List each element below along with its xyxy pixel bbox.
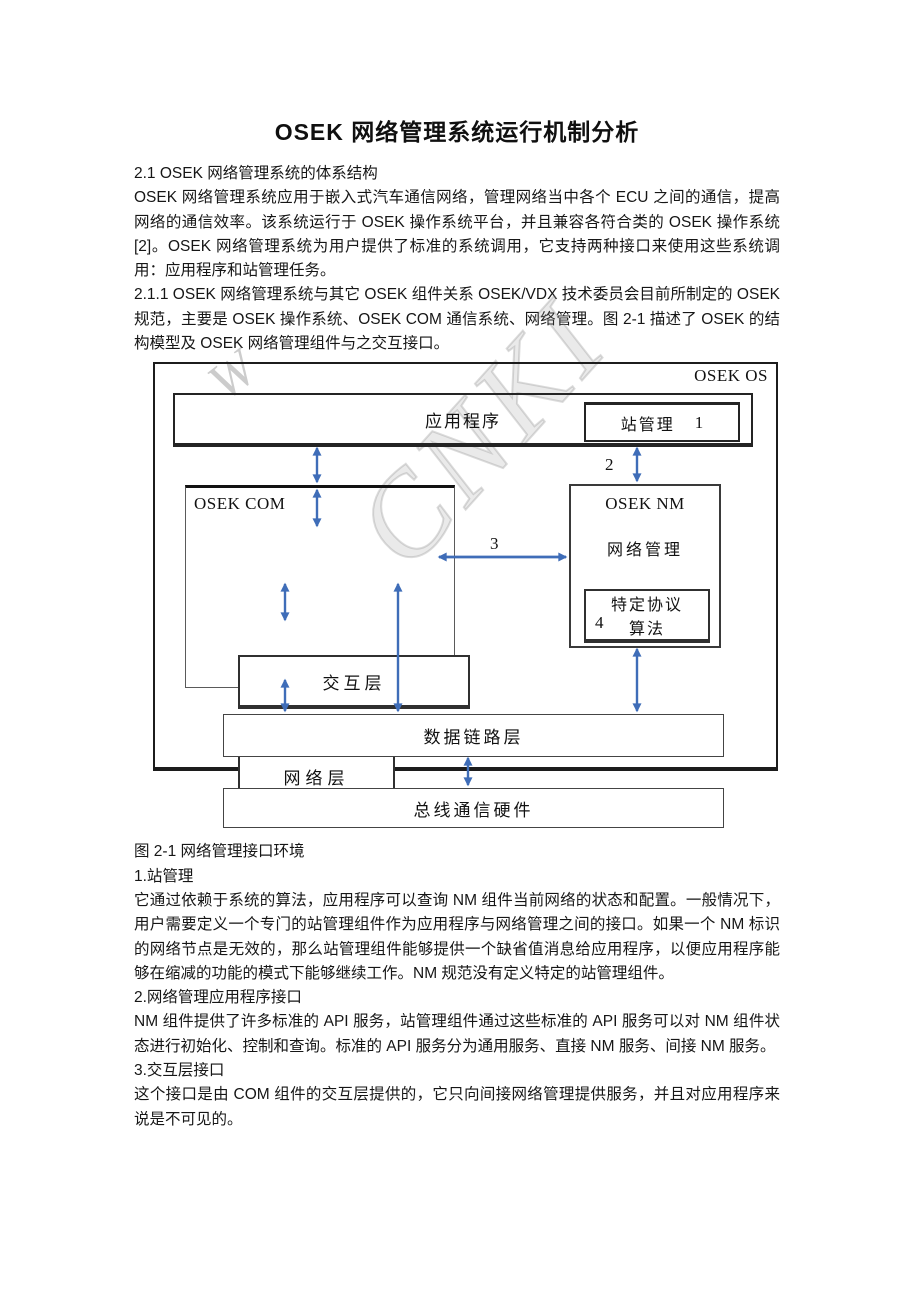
bus-hardware-bar: 总线通信硬件 xyxy=(223,788,724,828)
item1-heading: 1.站管理 xyxy=(134,867,194,885)
interface-number-4: 4 xyxy=(595,613,604,632)
application-bar: 应用程序 站管理 1 xyxy=(173,393,753,447)
osek-com-label: OSEK COM xyxy=(194,494,286,513)
osek-com-box: OSEK COM 交互层 网络层 xyxy=(185,485,470,805)
item2-body: NM 组件提供了许多标准的 API 服务，站管理组件通过这些标准的 API 服务… xyxy=(134,1013,780,1055)
bus-hardware-label: 总线通信硬件 xyxy=(413,800,534,820)
data-link-layer-bar: 数据链路层 xyxy=(223,714,724,757)
network-layer-label: 网络层 xyxy=(283,768,350,788)
protocol-algorithm-box: 特定协议 算法 4 xyxy=(584,589,710,643)
item1-body: 它通过依赖于系统的算法，应用程序可以查询 NM 组件当前网络的状态和配置。一般情… xyxy=(134,891,780,982)
interface-number-2: 2 xyxy=(605,455,614,474)
figure-2-1: CNKI W OSEK OS 应用程序 站管理 1 OSEK COM 交互层 网… xyxy=(153,274,778,828)
station-mgmt-box: 站管理 1 xyxy=(584,402,740,442)
document-content: OSEK 网络管理系统运行机制分析 2.1 OSEK 网络管理系统的体系结构 O… xyxy=(134,0,780,1132)
figure-caption: 图 2-1 网络管理接口环境 xyxy=(134,843,305,861)
interaction-layer-box: 交互层 xyxy=(238,655,470,709)
item3-heading: 3.交互层接口 xyxy=(134,1062,225,1080)
protocol-label-line1: 特定协议 xyxy=(610,597,683,614)
interface-number-3: 3 xyxy=(490,534,499,553)
paragraph-2-1-1: 2.1.1 OSEK 网络管理系统与其它 OSEK 组件关系 OSEK/VDX … xyxy=(134,286,780,353)
osek-nm-label: OSEK NM xyxy=(605,494,685,513)
osek-os-label: OSEK OS xyxy=(694,366,768,385)
interaction-layer-label: 交互层 xyxy=(322,673,386,693)
station-mgmt-label: 站管理 xyxy=(620,416,675,434)
item2-heading: 2.网络管理应用程序接口 xyxy=(134,989,302,1007)
paragraph-2-1: OSEK 网络管理系统应用于嵌入式汽车通信网络，管理网络当中各个 ECU 之间的… xyxy=(134,189,780,280)
interface-number-1: 1 xyxy=(694,412,704,432)
page-title: OSEK 网络管理系统运行机制分析 xyxy=(274,119,640,145)
item3-body: 这个接口是由 COM 组件的交互层提供的，它只向间接网络管理提供服务，并且对应用… xyxy=(134,1086,780,1128)
application-label: 应用程序 xyxy=(425,411,501,431)
section-heading-2-1: 2.1 OSEK 网络管理系统的体系结构 xyxy=(134,165,378,182)
protocol-label-line2: 算法 xyxy=(628,621,665,638)
network-mgmt-label: 网络管理 xyxy=(606,542,683,559)
data-link-layer-label: 数据链路层 xyxy=(423,728,524,747)
osek-nm-box: OSEK NM 网络管理 特定协议 算法 4 xyxy=(569,484,721,648)
